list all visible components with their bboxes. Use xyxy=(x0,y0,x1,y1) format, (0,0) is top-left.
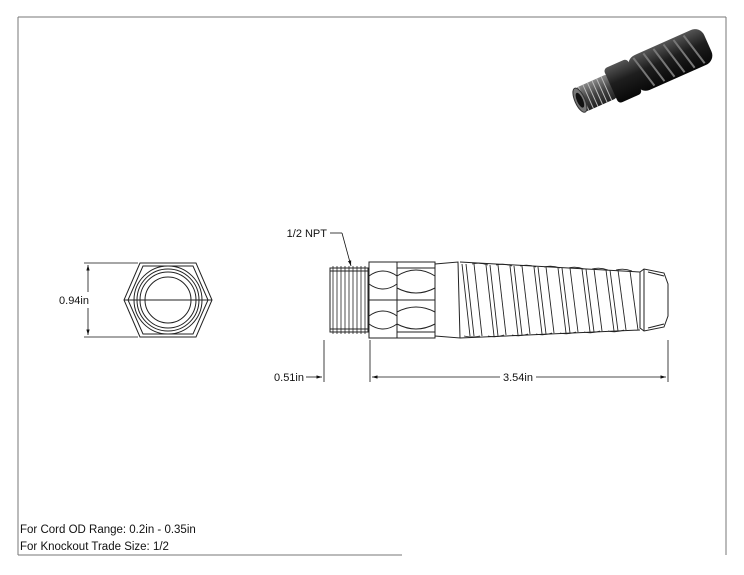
side-view xyxy=(329,261,669,339)
isometric-preview xyxy=(572,29,713,113)
cap-nut xyxy=(396,261,461,339)
knockout-note: For Knockout Trade Size: 1/2 xyxy=(20,541,169,553)
tip xyxy=(639,268,669,332)
thread-section xyxy=(329,266,369,334)
strain-relief-spring xyxy=(459,261,641,339)
thread-callout-leader xyxy=(330,232,352,267)
length-dimensions xyxy=(306,340,669,382)
height-dimension xyxy=(84,262,138,338)
thread-callout-label: 1/2 NPT xyxy=(287,228,328,240)
cord-od-note: For Cord OD Range: 0.2in - 0.35in xyxy=(20,524,196,536)
hex-nut xyxy=(368,261,398,339)
frame-border xyxy=(17,16,727,556)
body-length-dimension-label: 3.54in xyxy=(503,372,533,384)
height-dimension-label: 0.94in xyxy=(59,295,89,307)
thread-length-dimension-label: 0.51in xyxy=(274,372,304,384)
front-view xyxy=(123,262,213,338)
